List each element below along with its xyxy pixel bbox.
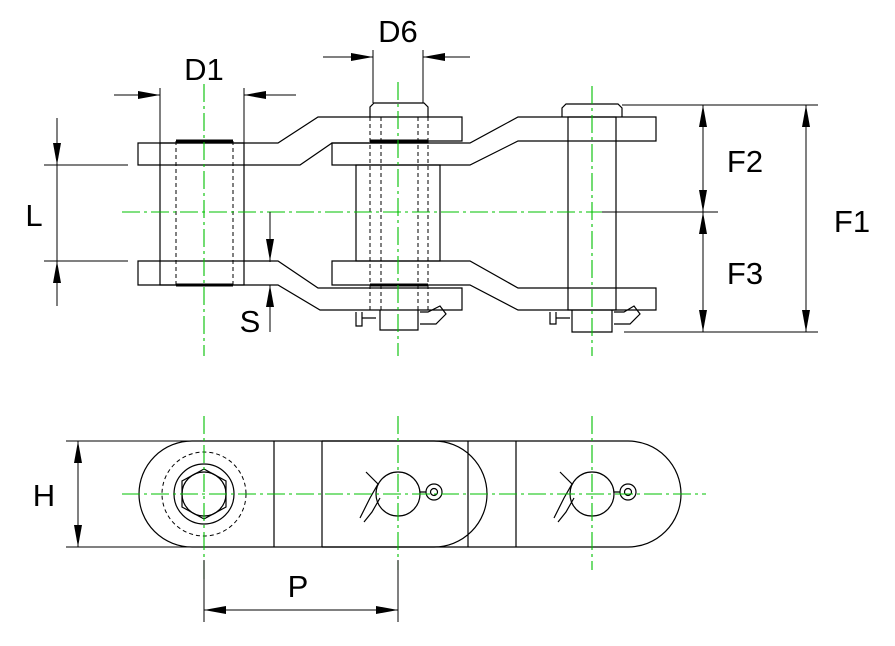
middle-cotter-legs <box>359 471 426 523</box>
middle-cotter-eye-inner <box>429 487 439 497</box>
dimension-f1: F1 <box>718 104 870 333</box>
left-bushing <box>159 142 245 286</box>
label-f3: F3 <box>727 256 763 291</box>
label-p: P <box>288 569 309 604</box>
middle-cotter-pin <box>355 305 447 327</box>
dimension-d1: D1 <box>114 52 296 143</box>
middle-pin-tail <box>379 310 419 331</box>
dimension-f2-f3: F2 F3 <box>602 104 763 333</box>
label-h: H <box>33 478 55 513</box>
middle-cotter-eye <box>425 483 443 501</box>
label-s: S <box>240 304 261 339</box>
dimension-l: L <box>25 118 128 306</box>
right-cotter-eye-inner <box>623 487 633 497</box>
dimension-p: P <box>203 560 399 622</box>
dimension-s: S <box>240 212 274 339</box>
label-f2: F2 <box>727 144 763 179</box>
top-view: D1 D6 L S <box>25 14 870 356</box>
label-d1: D1 <box>184 52 224 87</box>
right-cotter-legs <box>553 471 620 523</box>
middle-plate-outline <box>322 440 488 548</box>
side-plate-outline <box>138 440 682 548</box>
right-cotter-pin <box>549 305 641 325</box>
label-d6: D6 <box>378 14 418 49</box>
label-l: L <box>25 198 42 233</box>
dimension-d6: D6 <box>323 14 470 103</box>
label-f1: F1 <box>834 204 870 239</box>
dimension-h: H <box>33 440 192 548</box>
right-cotter-eye <box>619 483 637 501</box>
side-view: H P <box>33 416 706 622</box>
middle-pin-head <box>369 102 429 117</box>
